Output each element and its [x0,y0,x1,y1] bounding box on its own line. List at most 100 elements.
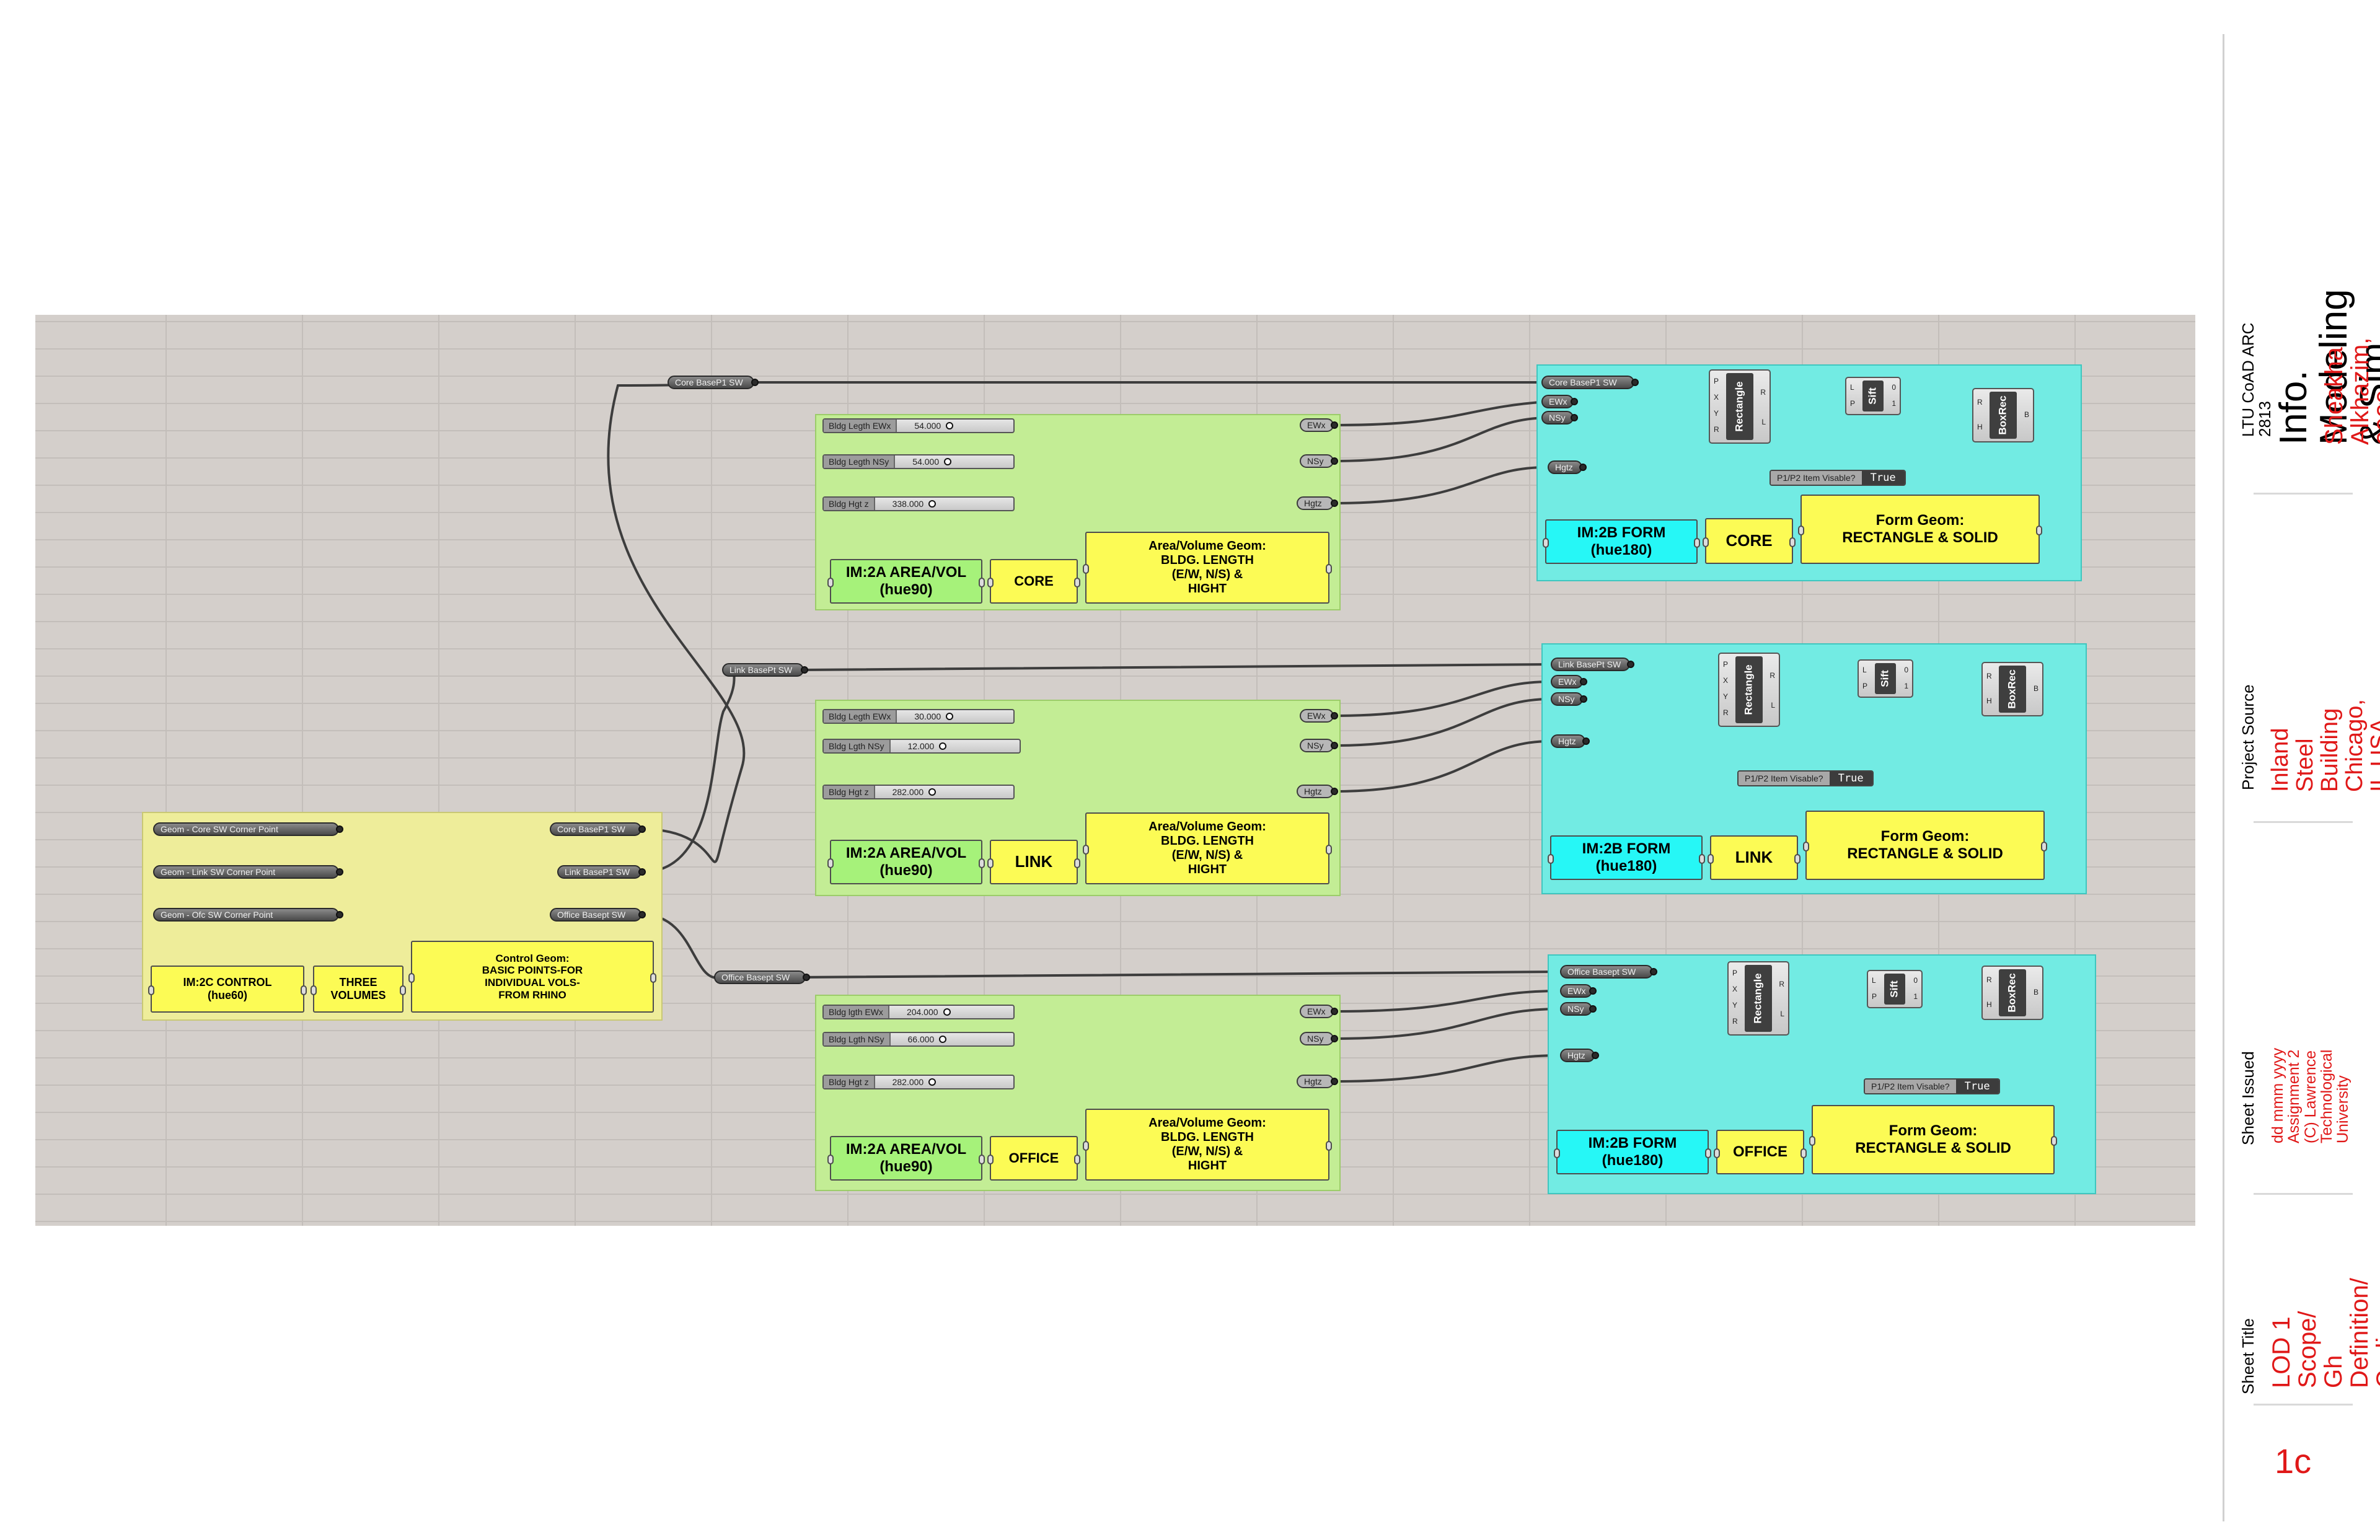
param-office-hgtz[interactable]: Hgtz [1297,1075,1338,1088]
sift-output-0[interactable]: 0 [1913,976,1918,985]
toggle-office-visible[interactable]: P1/P2 Item Visable? True [1864,1078,2000,1094]
point-param-office[interactable]: Geom - Ofc SW Corner Point [153,908,343,922]
panel-control-volumes[interactable]: THREE VOLUMES [311,966,406,1013]
slider-office-hgtz[interactable]: Bldg Hgt z 282.000 [822,1075,1015,1089]
rect-input-x[interactable]: X [1723,676,1729,685]
slider-knob[interactable] [946,713,954,720]
input-office-basept[interactable]: Office Basept SW [1560,965,1657,979]
slider-knob[interactable] [928,1078,937,1086]
input-link-nsy[interactable]: NSy [1551,692,1587,706]
sift-output-0[interactable]: 0 [1892,383,1896,392]
panel-office-area-name[interactable]: OFFICE [987,1136,1080,1181]
panel-core-area-name[interactable]: CORE [987,559,1080,604]
slider-core-ewx[interactable]: Bldg Legth EWx 54.000 [822,418,1015,433]
rect-input-y[interactable]: Y [1723,692,1729,701]
toggle-value[interactable]: True [1955,1080,1999,1093]
panel-office-area-desc[interactable]: Area/Volume Geom: BLDG. LENGTH (E/W, N/S… [1083,1109,1332,1181]
relay-param-core-basept[interactable]: Core BaseP1 SW [550,822,646,836]
toggle-core-visible[interactable]: P1/P2 Item Visable? True [1770,470,1906,486]
rect-input-r[interactable]: R [1732,1017,1738,1026]
param-link-hgtz[interactable]: Hgtz [1297,785,1338,798]
point-param-core[interactable]: Geom - Core SW Corner Point [153,822,343,836]
param-core-nsy[interactable]: NSy [1300,454,1338,468]
slider-knob[interactable] [946,422,954,429]
relay-office-basept[interactable]: Office Basept SW [714,970,810,984]
rect-input-x[interactable]: X [1714,393,1719,402]
slider-link-ewx[interactable]: Bldg Legth EWx 30.000 [822,709,1015,724]
param-office-ewx[interactable]: EWx [1300,1005,1338,1018]
slider-office-nsy[interactable]: Bldg Lgth NSy 66.000 [822,1032,1015,1047]
panel-office-form-id[interactable]: IM:2B FORM (hue180) [1554,1130,1711,1174]
input-office-hgtz[interactable]: Hgtz [1560,1049,1599,1062]
input-core-ewx[interactable]: EWx [1541,395,1578,408]
sift-input-l[interactable]: L [1850,383,1854,392]
panel-office-form-desc[interactable]: Form Geom: RECTANGLE & SOLID [1809,1105,2057,1174]
sift-input-p[interactable]: P [1862,682,1868,690]
rect-input-p[interactable]: P [1723,660,1729,669]
slider-office-ewx[interactable]: Bldg lgth EWx 204.000 [822,1005,1015,1019]
rectangle-component-office[interactable]: P X Y R Rectangle R L [1727,961,1789,1036]
boxrec-component-office[interactable]: R H BoxRec B [1981,966,2043,1020]
toggle-value[interactable]: True [1861,471,1905,485]
sift-component-core[interactable]: L P Sift 0 1 [1845,377,1901,415]
boxrec-input-r[interactable]: R [1986,975,1992,984]
sift-input-l[interactable]: L [1872,976,1876,985]
rect-output-r[interactable]: R [1779,980,1784,988]
boxrec-output-b[interactable]: B [2024,410,2029,419]
rectangle-component-link[interactable]: P X Y R Rectangle R L [1718,653,1780,727]
point-param-link[interactable]: Geom - Link SW Corner Point [153,865,343,879]
toggle-link-visible[interactable]: P1/P2 Item Visable? True [1737,770,1874,786]
panel-control-id[interactable]: IM:2C CONTROL (hue60) [148,966,307,1013]
sift-output-1[interactable]: 1 [1904,682,1908,690]
boxrec-input-h[interactable]: H [1986,1000,1992,1009]
rect-input-p[interactable]: P [1714,377,1719,385]
rect-input-p[interactable]: P [1732,969,1738,977]
slider-core-nsy[interactable]: Bldg Legth NSy 54.000 [822,454,1015,469]
input-link-hgtz[interactable]: Hgtz [1551,734,1590,748]
rect-output-l[interactable]: L [1780,1010,1784,1018]
panel-core-form-name[interactable]: CORE [1703,518,1796,564]
param-link-ewx[interactable]: EWx [1300,709,1338,723]
panel-office-area-id[interactable]: IM:2A AREA/VOL (hue90) [827,1136,985,1181]
boxrec-component-core[interactable]: R H BoxRec B [1972,388,2034,442]
boxrec-component-link[interactable]: R H BoxRec B [1981,662,2043,716]
panel-core-area-desc[interactable]: Area/Volume Geom: BLDG. LENGTH (E/W, N/S… [1083,532,1332,604]
boxrec-output-b[interactable]: B [2033,988,2038,997]
sift-component-office[interactable]: L P Sift 0 1 [1867,970,1923,1008]
rectangle-component-core[interactable]: P X Y R Rectangle R L [1709,369,1771,444]
sift-component-link[interactable]: L P Sift 0 1 [1858,659,1913,698]
panel-core-area-id[interactable]: IM:2A AREA/VOL (hue90) [827,559,985,604]
panel-link-form-desc[interactable]: Form Geom: RECTANGLE & SOLID [1803,811,2047,880]
slider-knob[interactable] [944,458,952,465]
param-core-ewx[interactable]: EWx [1300,418,1338,432]
slider-knob[interactable] [939,742,947,750]
relay-link-basept[interactable]: Link BasePt SW [722,663,808,677]
slider-knob[interactable] [928,500,937,508]
boxrec-input-h[interactable]: H [1986,697,1992,705]
param-core-hgtz[interactable]: Hgtz [1297,496,1338,510]
slider-link-hgtz[interactable]: Bldg Hgt z 282.000 [822,785,1015,799]
input-office-nsy[interactable]: NSy [1560,1002,1597,1016]
rect-input-y[interactable]: Y [1714,409,1719,418]
relay-param-link-basept[interactable]: Link BaseP1 SW [557,865,646,879]
input-core-nsy[interactable]: NSy [1541,411,1578,425]
panel-core-form-desc[interactable]: Form Geom: RECTANGLE & SOLID [1798,495,2042,564]
boxrec-input-r[interactable]: R [1977,398,1983,407]
input-office-ewx[interactable]: EWx [1560,984,1597,998]
slider-knob[interactable] [928,788,937,796]
panel-link-area-desc[interactable]: Area/Volume Geom: BLDG. LENGTH (E/W, N/S… [1083,812,1332,884]
sift-input-p[interactable]: P [1850,399,1856,408]
sift-input-l[interactable]: L [1862,666,1867,674]
boxrec-output-b[interactable]: B [2033,684,2038,693]
rect-input-r[interactable]: R [1723,708,1729,717]
input-core-hgtz[interactable]: Hgtz [1548,460,1587,474]
sift-output-1[interactable]: 1 [1892,399,1896,408]
slider-core-hgtz[interactable]: Bldg Hgt z 338.000 [822,496,1015,511]
rect-input-r[interactable]: R [1714,425,1719,434]
panel-core-form-id[interactable]: IM:2B FORM (hue180) [1543,519,1700,564]
slider-link-nsy[interactable]: Bldg Lgth NSy 12.000 [822,739,1021,754]
panel-control-desc[interactable]: Control Geom: BASIC POINTS-FOR INDIVIDUA… [408,941,656,1013]
panel-link-area-name[interactable]: LINK [987,840,1080,884]
rect-output-l[interactable]: L [1771,701,1775,710]
input-link-ewx[interactable]: EWx [1551,675,1587,689]
